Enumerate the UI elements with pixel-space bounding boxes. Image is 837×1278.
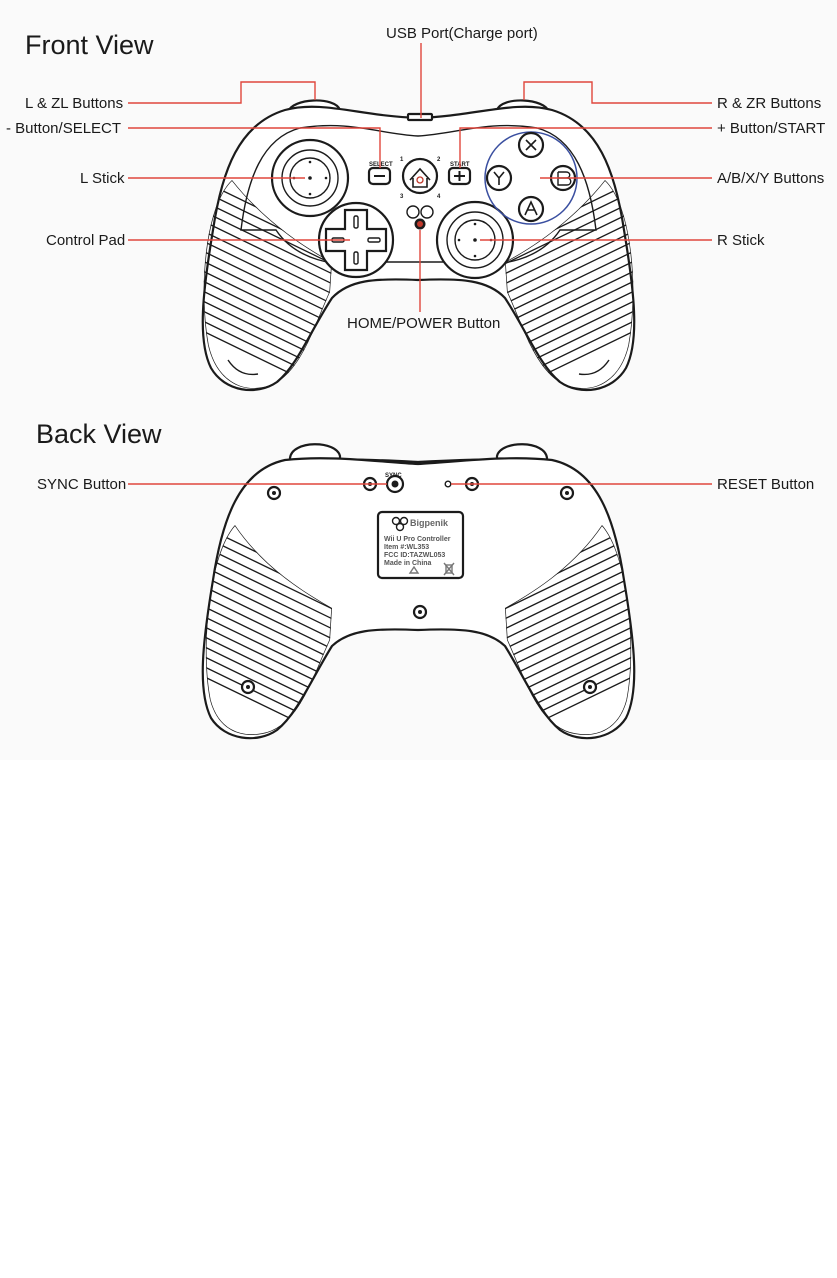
sticker-brand: Bigpenik	[410, 518, 449, 528]
label-r-stick: R Stick	[717, 232, 765, 249]
label-reset: RESET Button	[717, 476, 814, 493]
sticker-line-1: Wii U Pro Controller	[384, 536, 451, 543]
back-sticker: Bigpenik Wii U Pro Controller Item #:WL3…	[378, 512, 463, 578]
sync-button	[387, 476, 403, 492]
label-plus-start: + Button/START	[717, 120, 825, 137]
back-view-title: Back View	[36, 419, 162, 449]
label-sync: SYNC Button	[37, 476, 126, 493]
label-l-stick: L Stick	[80, 170, 125, 187]
label-minus-select: - Button/SELECT	[6, 120, 121, 137]
home-power-button	[403, 159, 437, 193]
label-control-pad: Control Pad	[46, 232, 125, 249]
sticker-line-2: Item #:WL353	[384, 544, 429, 551]
diagram-canvas: Front View	[0, 0, 837, 760]
label-home-power: HOME/POWER Button	[347, 315, 500, 332]
sticker-line-4: Made in China	[384, 560, 432, 567]
sticker-line-3: FCC ID:TAZWL053	[384, 552, 445, 559]
label-usb-port: USB Port(Charge port)	[386, 25, 538, 42]
label-l-zl: L & ZL Buttons	[25, 95, 123, 112]
back-body-outline	[203, 458, 634, 738]
usb-port	[408, 114, 432, 120]
back-controller: SYNC Bigpenik Wii U Pro Controller Item …	[180, 444, 657, 745]
label-r-zr: R & ZR Buttons	[717, 95, 821, 112]
reset-button	[445, 481, 451, 487]
label-abxy: A/B/X/Y Buttons	[717, 170, 824, 187]
front-controller: SELECT START 1 2 3 4	[180, 100, 657, 400]
front-view-title: Front View	[25, 30, 154, 60]
